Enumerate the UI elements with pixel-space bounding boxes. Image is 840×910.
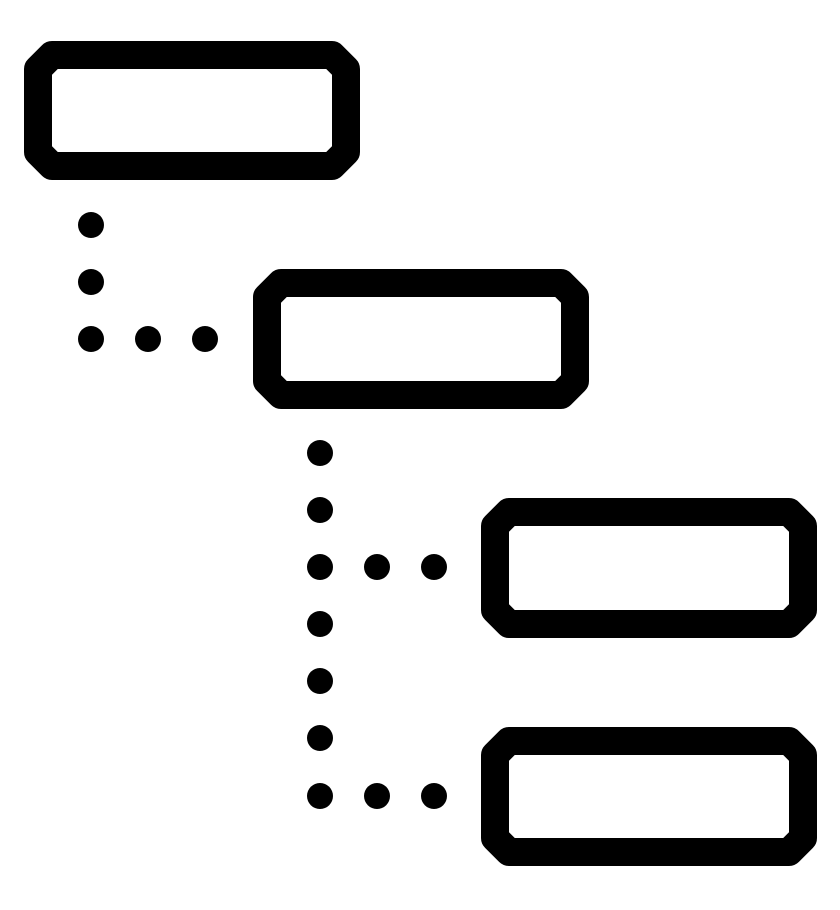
connector-dot bbox=[364, 554, 390, 580]
connector-dot bbox=[307, 783, 333, 809]
connector-dot bbox=[78, 212, 104, 238]
connector-dot bbox=[364, 783, 390, 809]
connector-dot bbox=[307, 440, 333, 466]
connector-dot bbox=[307, 668, 333, 694]
node-boxes bbox=[24, 41, 817, 866]
connector-dot bbox=[421, 783, 447, 809]
connector-dot bbox=[78, 326, 104, 352]
connector-dot bbox=[135, 326, 161, 352]
connector-dot bbox=[421, 554, 447, 580]
child-node-box bbox=[253, 269, 589, 409]
root-node-box bbox=[24, 41, 360, 180]
connector-dot bbox=[78, 269, 104, 295]
grandchild-node-1-box bbox=[481, 498, 817, 638]
connector-dot bbox=[307, 554, 333, 580]
connector-dot bbox=[307, 497, 333, 523]
grandchild-node-2-box bbox=[481, 727, 817, 866]
connector-dot bbox=[307, 611, 333, 637]
connector-dot bbox=[192, 326, 218, 352]
dotted-connectors bbox=[78, 212, 447, 809]
connector-dot bbox=[307, 725, 333, 751]
